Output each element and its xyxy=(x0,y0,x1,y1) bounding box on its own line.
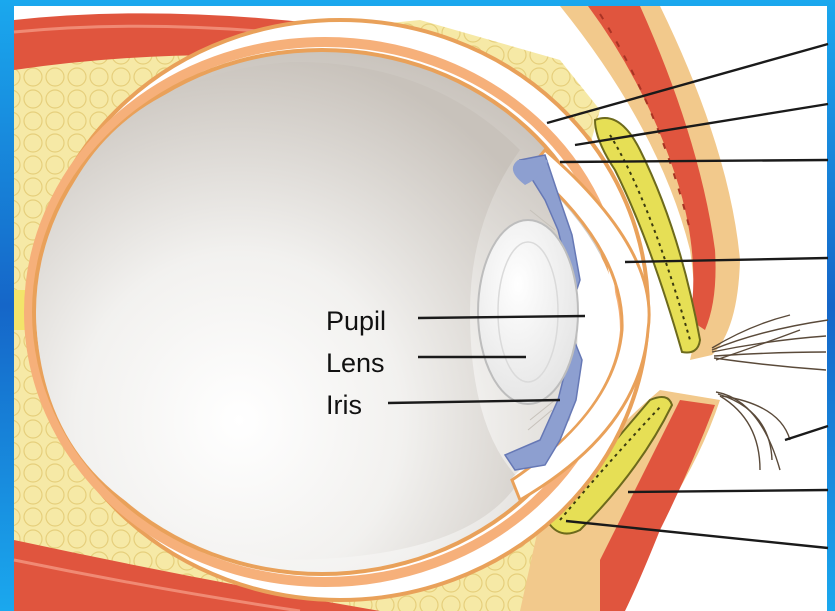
lens xyxy=(478,220,578,404)
lens-label: Lens xyxy=(326,348,385,378)
iris-label: Iris xyxy=(326,390,362,420)
vitreous-cut xyxy=(36,62,520,560)
pupil-label: Pupil xyxy=(326,306,386,336)
